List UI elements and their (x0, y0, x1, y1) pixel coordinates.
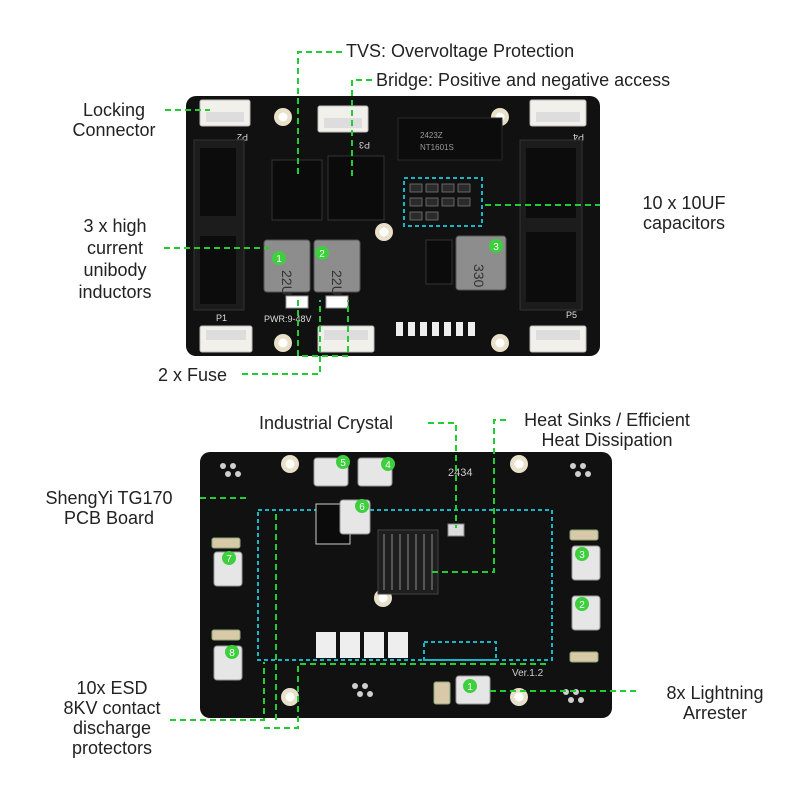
guide-lines-bottom (170, 419, 640, 729)
date-code: 2434 (448, 467, 472, 479)
top-pcb-board: P2 P3 P4 P1 P5 2423Z NT1601S 22U (186, 96, 600, 356)
heat-sink (377, 529, 439, 595)
badge-number: 2 (319, 249, 325, 260)
locking-connector (199, 99, 251, 127)
badge-number: 6 (359, 502, 365, 513)
esd-highlight (257, 509, 553, 661)
fuse (325, 295, 349, 309)
label-pcb-board: ShengYi TG170 PCB Board (45, 488, 173, 528)
badge-number: 1 (276, 254, 282, 265)
chip-text: 2423Z (420, 131, 443, 140)
inductor: 22U (263, 239, 311, 296)
locking-connector (317, 325, 375, 353)
connector-label: P5 (566, 310, 577, 320)
label-crystal: Industrial Crystal (259, 413, 394, 433)
badge-number: 2 (579, 600, 585, 611)
bottom-pcb-board: 1 2 3 4 5 6 7 8 2434 Ver.1.2 (200, 452, 612, 718)
label-tvs: TVS: Overvoltage Protection (346, 41, 575, 61)
label-locking-connector: Locking Connector (72, 100, 156, 140)
industrial-crystal (447, 523, 465, 537)
chip-text: NT1601S (420, 143, 454, 152)
label-capacitors: 10 x 10UF capacitors (642, 193, 726, 233)
locking-connector (529, 99, 587, 127)
connector-label: P2 (237, 132, 248, 142)
inductor-marking: 330 (471, 264, 487, 288)
label-fuse: 2 x Fuse (158, 365, 228, 385)
label-inductors: 3 x high current unibody inductors (78, 216, 152, 302)
badge-number: 3 (579, 550, 585, 561)
connector-label: P1 (216, 313, 227, 323)
number-badge (272, 251, 286, 265)
badge-number: 3 (493, 242, 499, 253)
power-rating-text: PWR:9-48V (264, 314, 312, 324)
label-heat-sink: Heat Sinks / Efficient Heat Dissipation (524, 410, 690, 450)
label-esd: 10x ESD 8KV contact discharge protectors (63, 678, 161, 758)
label-bridge: Bridge: Positive and negative access (376, 70, 671, 90)
badge-number: 8 (229, 648, 235, 659)
number-badge (489, 239, 503, 253)
bridge-rectifier (327, 155, 385, 221)
locking-connector (199, 325, 253, 353)
capacitor-highlight (403, 177, 483, 227)
badge-number: 5 (340, 458, 346, 469)
badge-number: 4 (385, 460, 391, 471)
inductor-marking: 22U (329, 270, 345, 296)
locking-connector (529, 325, 587, 353)
locking-connector (317, 105, 369, 133)
connector-label: P3 (359, 140, 370, 150)
inductor-marking: 22U (279, 270, 295, 296)
guide-lines-top (164, 51, 600, 375)
label-lightning-arrester: 8x Lightning Arrester (666, 683, 764, 723)
number-badge (315, 246, 329, 260)
badge-number: 7 (226, 554, 232, 565)
badge-number: 1 (467, 682, 473, 693)
version-text: Ver.1.2 (512, 668, 544, 679)
connector-label: P4 (573, 132, 584, 142)
